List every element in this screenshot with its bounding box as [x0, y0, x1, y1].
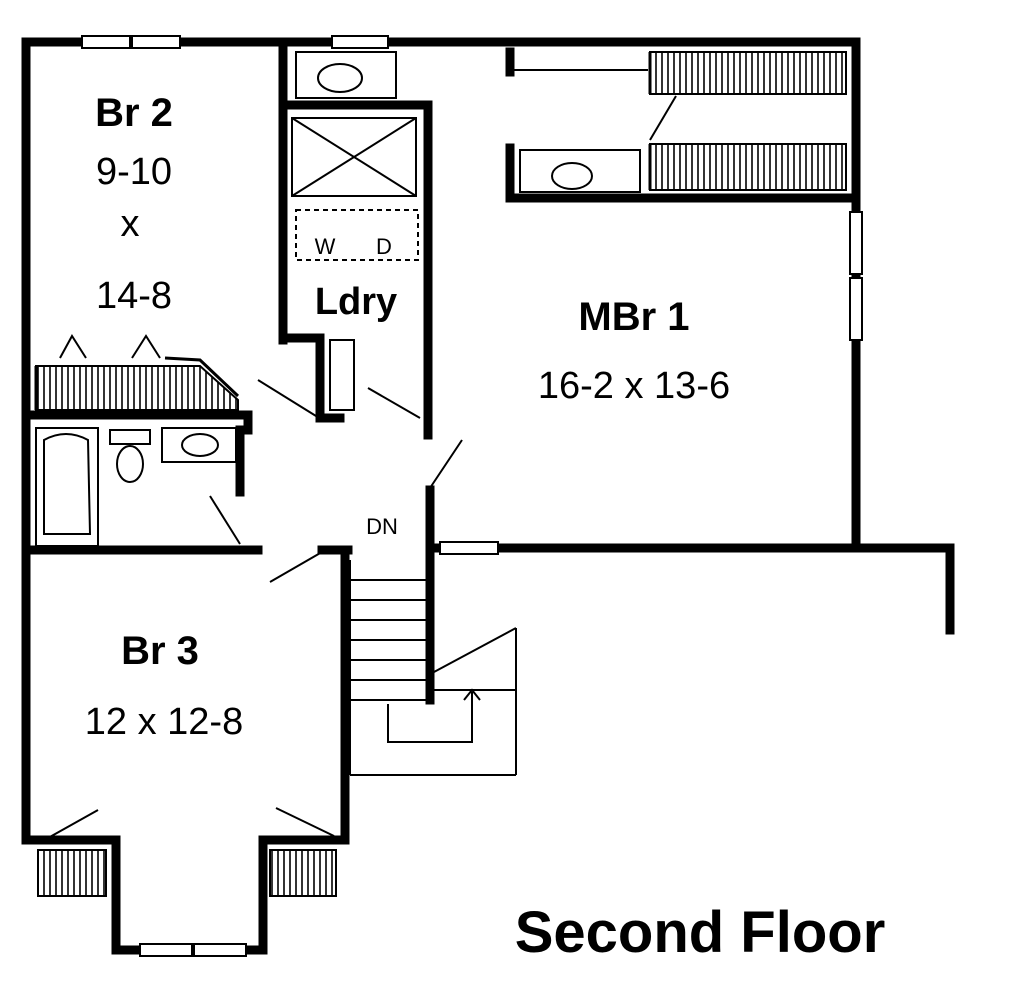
stairs-label: DN: [366, 514, 398, 539]
linen-shelf: [329, 339, 355, 411]
toilet-tank: [109, 429, 151, 445]
window: [131, 35, 181, 49]
door-br3-closet-right: [275, 807, 335, 837]
room-name-ldry: Ldry: [315, 281, 397, 323]
washer-dryer: [295, 209, 419, 261]
window: [331, 35, 389, 49]
door-br3: [269, 551, 323, 583]
fixtures: [35, 51, 641, 547]
sink: [181, 433, 219, 457]
windows: [81, 35, 863, 957]
room-dim-br2-length: 14-8: [96, 275, 172, 317]
plan-title: Second Floor: [515, 900, 886, 965]
room-dim-br2-x: x: [121, 203, 140, 245]
room-name-mbr1: MBr 1: [578, 295, 689, 339]
closet-br3-right: [269, 849, 337, 897]
closet-br3-left: [37, 849, 107, 897]
room-dim-mbr1: 16-2 x 13-6: [538, 365, 730, 407]
door-br3-closet-left: [47, 809, 99, 839]
window: [81, 35, 131, 49]
master-toilet: [551, 162, 593, 190]
exterior-walls: [21, 37, 955, 955]
door-mbr: [429, 439, 463, 489]
room-name-br2: Br 2: [95, 91, 173, 135]
window: [849, 211, 863, 275]
window: [439, 541, 499, 555]
interior-walls: [21, 37, 861, 705]
door-bath: [209, 495, 241, 545]
closet-master-lower: [649, 143, 847, 191]
master-sink: [317, 63, 363, 93]
window: [193, 943, 247, 957]
room-dim-br2-width: 9-10: [96, 151, 172, 193]
closet-master-upper: [649, 51, 847, 95]
stair-treads: [350, 579, 428, 701]
doors: [47, 379, 463, 839]
closets: [34, 51, 847, 897]
room-dim-br3: 12 x 12-8: [85, 701, 243, 743]
window: [139, 943, 193, 957]
room-name-br3: Br 3: [121, 629, 199, 673]
closet-br2: [35, 365, 239, 411]
stairs: [349, 560, 517, 776]
door-ldry: [367, 387, 421, 419]
dryer-label: D: [376, 234, 392, 259]
toilet: [116, 445, 144, 483]
door-br2: [257, 379, 317, 417]
washer-label: W: [315, 234, 336, 259]
labels: Br 2 9-10 x 14-8 W D Ldry MBr 1 16-2 x 1…: [85, 91, 886, 965]
window: [849, 277, 863, 341]
